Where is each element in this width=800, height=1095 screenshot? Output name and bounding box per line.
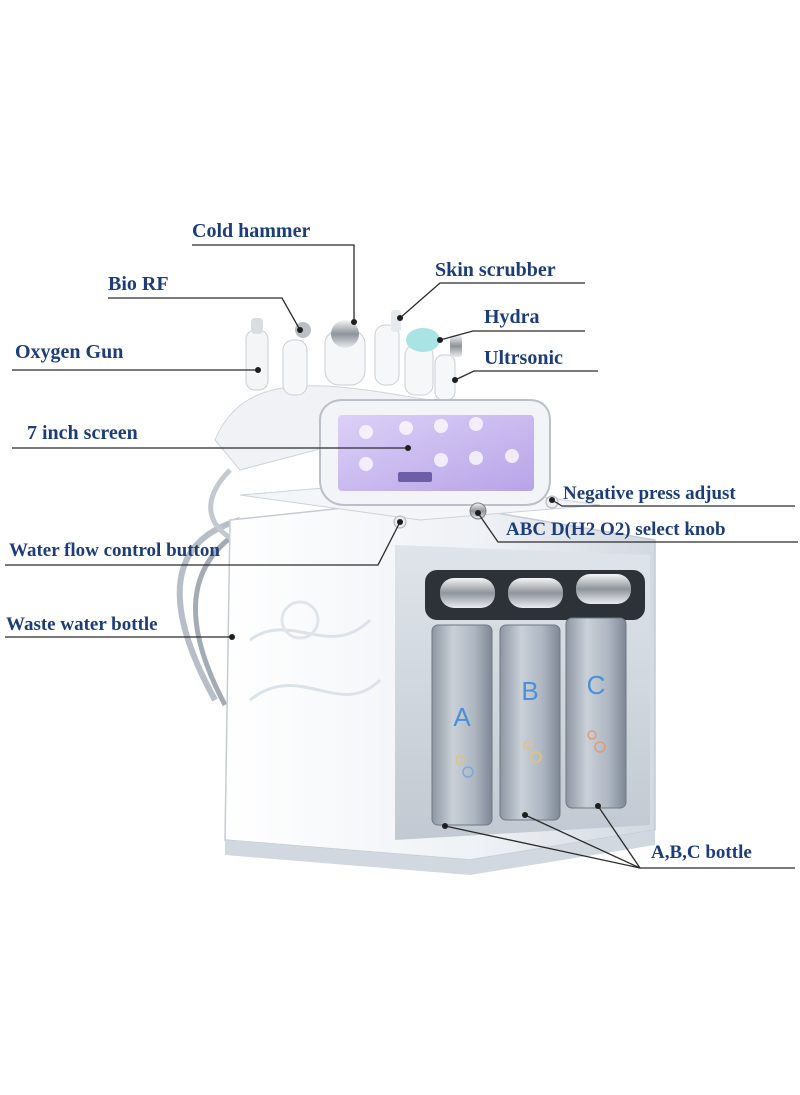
label-negative-press: Negative press adjust bbox=[563, 483, 736, 504]
svg-text:A: A bbox=[453, 702, 471, 732]
label-oxygen-gun: Oxygen Gun bbox=[15, 341, 123, 363]
svg-text:C: C bbox=[587, 670, 606, 700]
bottle-a: A bbox=[431, 624, 493, 826]
label-abc-bottle: A,B,C bottle bbox=[651, 842, 752, 863]
bottle-caps bbox=[425, 570, 645, 620]
label-hydra: Hydra bbox=[484, 306, 540, 328]
label-water-flow: Water flow control button bbox=[9, 540, 220, 561]
label-select-knob: ABC D(H2 O2) select knob bbox=[506, 519, 726, 540]
oxygen-gun-handpiece bbox=[245, 318, 269, 391]
label-ultrasonic: Ultrsonic bbox=[484, 347, 563, 369]
label-bio-rf: Bio RF bbox=[108, 273, 169, 295]
screen-icon-grid bbox=[359, 417, 519, 471]
label-skin-scrubber: Skin scrubber bbox=[435, 259, 556, 281]
bottle-b: B bbox=[499, 624, 561, 821]
controls bbox=[393, 495, 559, 529]
leader-lines bbox=[5, 244, 798, 869]
bottle-c: C bbox=[565, 617, 627, 809]
label-waste-water: Waste water bottle bbox=[6, 614, 158, 635]
svg-text:B: B bbox=[521, 676, 538, 706]
label-screen: 7 inch screen bbox=[27, 422, 138, 444]
hydra-handpiece bbox=[404, 328, 440, 396]
labels: Cold hammer Bio RF Skin scrubber Hydra O… bbox=[6, 220, 752, 863]
cold-hammer-handpiece bbox=[324, 320, 366, 386]
ultrasonic-handpiece bbox=[434, 335, 462, 401]
skin-scrubber-handpiece bbox=[374, 310, 401, 386]
touch-screen bbox=[319, 399, 551, 506]
label-cold-hammer: Cold hammer bbox=[192, 220, 310, 242]
bio-rf-handpiece bbox=[282, 322, 311, 396]
